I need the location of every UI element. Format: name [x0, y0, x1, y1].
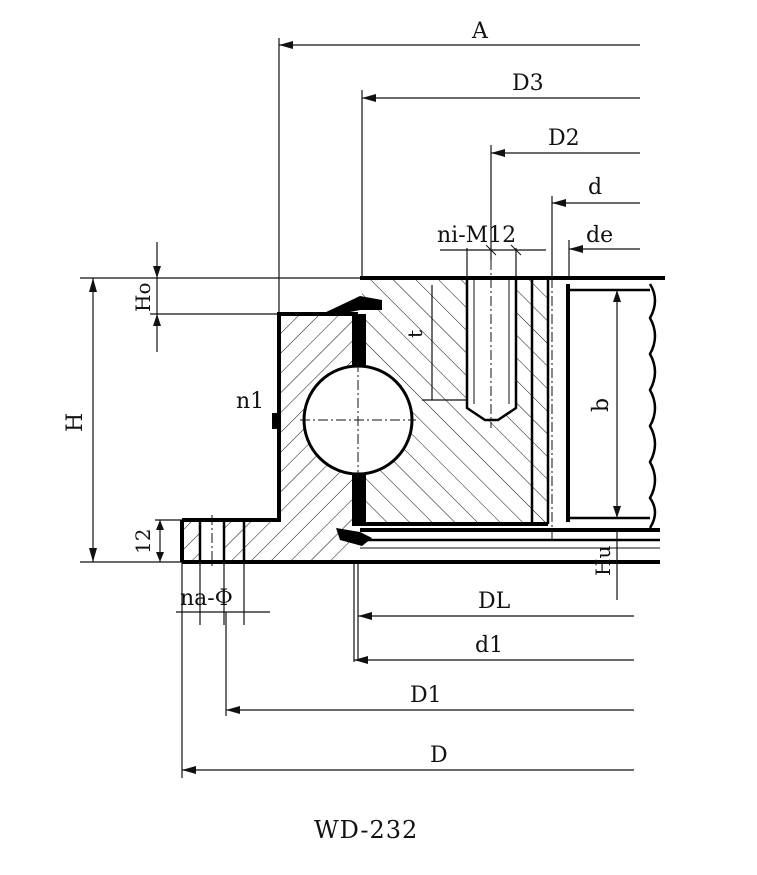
label-hu: Hu — [591, 546, 615, 576]
dimension-lines-left — [80, 242, 360, 563]
label-n1: n1 — [236, 389, 264, 414]
label-de: de — [586, 223, 613, 248]
label-b: b — [589, 398, 614, 412]
label-12: 12 — [131, 529, 155, 554]
dimension-lines-bottom — [176, 562, 634, 778]
label-d: d — [588, 175, 602, 200]
label-D: D — [430, 743, 448, 768]
label-D1: D1 — [410, 683, 442, 708]
dimension-lines-top — [278, 38, 640, 318]
label-d1: d1 — [475, 633, 503, 658]
gear-section — [360, 283, 660, 600]
label-DL: DL — [478, 589, 511, 614]
label-A: A — [471, 19, 489, 44]
label-D2: D2 — [548, 126, 580, 151]
label-H: H — [63, 413, 88, 432]
label-D3: D3 — [512, 71, 544, 96]
dimension-labels: A D3 D2 d ni-M12 de Ho t H n1 b 12 Hu na… — [63, 19, 615, 768]
inner-ring-section — [360, 260, 665, 540]
label-ni-m12: ni-M12 — [437, 223, 516, 248]
label-ho: Ho — [131, 283, 155, 312]
drawing-caption: WD-232 — [314, 816, 418, 844]
ball-race — [272, 296, 416, 546]
label-t: t — [403, 330, 427, 338]
label-na-phi: na-Φ — [180, 586, 233, 611]
